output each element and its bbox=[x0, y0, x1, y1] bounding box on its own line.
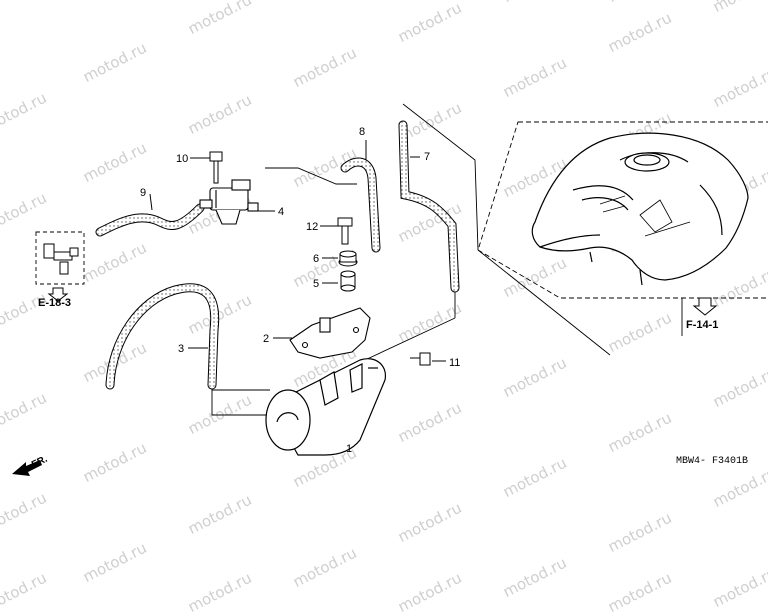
collar-5 bbox=[340, 270, 356, 292]
callout-12: 12 bbox=[306, 221, 319, 233]
ref-e18-3: E-18-3 bbox=[38, 297, 72, 309]
down-arrow-f14 bbox=[692, 297, 718, 316]
front-arrow bbox=[12, 460, 42, 476]
callout-9: 9 bbox=[140, 187, 147, 199]
callout-7: 7 bbox=[424, 151, 431, 163]
callout-11: 11 bbox=[449, 357, 461, 369]
three-way-joint bbox=[43, 243, 79, 275]
bolt-10 bbox=[209, 151, 223, 184]
bolt-11 bbox=[410, 352, 431, 366]
callout-6: 6 bbox=[313, 253, 320, 265]
callout-10: 10 bbox=[176, 153, 189, 165]
diagram-lines bbox=[12, 103, 768, 476]
diagram-code: MBW4- F3401B bbox=[676, 456, 749, 467]
down-arrow-e18 bbox=[47, 287, 69, 302]
canister-1 bbox=[265, 358, 387, 456]
callout-3: 3 bbox=[178, 343, 185, 355]
fuel-tank bbox=[531, 132, 749, 286]
bolt-12 bbox=[337, 217, 353, 245]
grommet-6 bbox=[338, 250, 358, 267]
solenoid-valve bbox=[199, 179, 259, 225]
callout-4: 4 bbox=[278, 206, 285, 218]
callout-5: 5 bbox=[313, 278, 320, 290]
ref-f14-1: F-14-1 bbox=[686, 319, 719, 331]
callout-8: 8 bbox=[359, 126, 366, 138]
callout-1: 1 bbox=[346, 443, 353, 455]
bracket-2 bbox=[289, 307, 371, 359]
callout-2: 2 bbox=[263, 333, 270, 345]
